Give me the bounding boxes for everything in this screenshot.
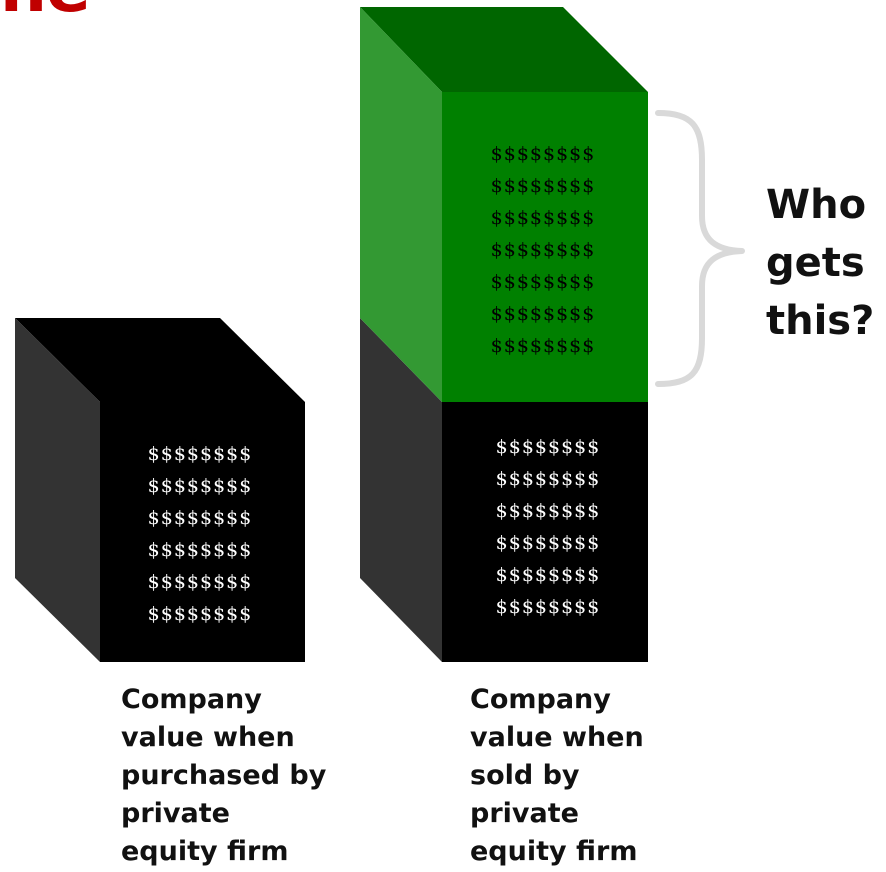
purchased-money-stack: $$$$$$$$ $$$$$$$$ $$$$$$$$ $$$$$$$$ $$$$$$$$… [148,443,253,625]
money-row: $$$$$$$$ [148,603,253,625]
caption-line: sold by [470,760,580,791]
money-row: $$$$$$$$ [496,532,601,554]
gain-brace [655,110,745,387]
purchased-caption: Company value when purchased by private … [121,681,326,871]
purchased-value-box: $$$$$$$$ $$$$$$$$ $$$$$$$$ $$$$$$$$ $$$$$$$$… [15,318,305,662]
caption-line: purchased by [121,760,327,791]
question-line: this? [766,298,875,344]
question-label: Who gets this? [766,176,874,350]
caption-line: private [470,798,579,829]
gain-box-front [442,92,648,402]
sold-base-side [360,318,442,662]
money-row: $$$$$$$$ [496,500,601,522]
money-row: $$$$$$$$ [491,207,596,229]
caption-line: value when [121,722,295,753]
purchased-box-top [15,318,305,402]
money-row: $$$$$$$$ [491,175,596,197]
money-row: $$$$$$$$ [148,443,253,465]
caption-line: Company [121,684,262,715]
question-line: Who [766,182,867,228]
money-row: $$$$$$$$ [496,468,601,490]
question-line: gets [766,240,865,286]
caption-line: Company [470,684,611,715]
value-gain-box: $$$$$$$$ $$$$$$$$ $$$$$$$$ $$$$$$$$ $$$$$$$$… [360,7,648,402]
money-row: $$$$$$$$ [496,436,601,458]
money-row: $$$$$$$$ [491,143,596,165]
money-row: $$$$$$$$ [148,571,253,593]
caption-line: value when [470,722,644,753]
money-row: $$$$$$$$ [496,564,601,586]
purchased-box-front [100,402,305,662]
gain-money-stack: $$$$$$$$ $$$$$$$$ $$$$$$$$ $$$$$$$$ $$$$$$$$… [491,143,596,357]
gain-box-top [360,7,648,92]
money-row: $$$$$$$$ [491,239,596,261]
purchased-box-side [15,318,100,662]
sold-value-box: $$$$$$$$ $$$$$$$$ $$$$$$$$ $$$$$$$$ $$$$$$$$… [360,318,648,662]
caption-line: private [121,798,230,829]
caption-line: equity firm [121,836,289,867]
money-row: $$$$$$$$ [491,271,596,293]
money-row: $$$$$$$$ [491,303,596,325]
sold-caption: Company value when sold by private equit… [470,681,644,871]
sold-base-front [442,402,648,662]
money-row: $$$$$$$$ [148,539,253,561]
sold-base-money-stack: $$$$$$$$ $$$$$$$$ $$$$$$$$ $$$$$$$$ $$$$$$$$… [496,436,601,618]
money-row: $$$$$$$$ [148,507,253,529]
caption-line: equity firm [470,836,638,867]
money-row: $$$$$$$$ [148,475,253,497]
money-row: $$$$$$$$ [496,596,601,618]
gain-box-side [360,7,442,402]
money-row: $$$$$$$$ [491,335,596,357]
slide-title-fragment: ne [0,0,91,22]
